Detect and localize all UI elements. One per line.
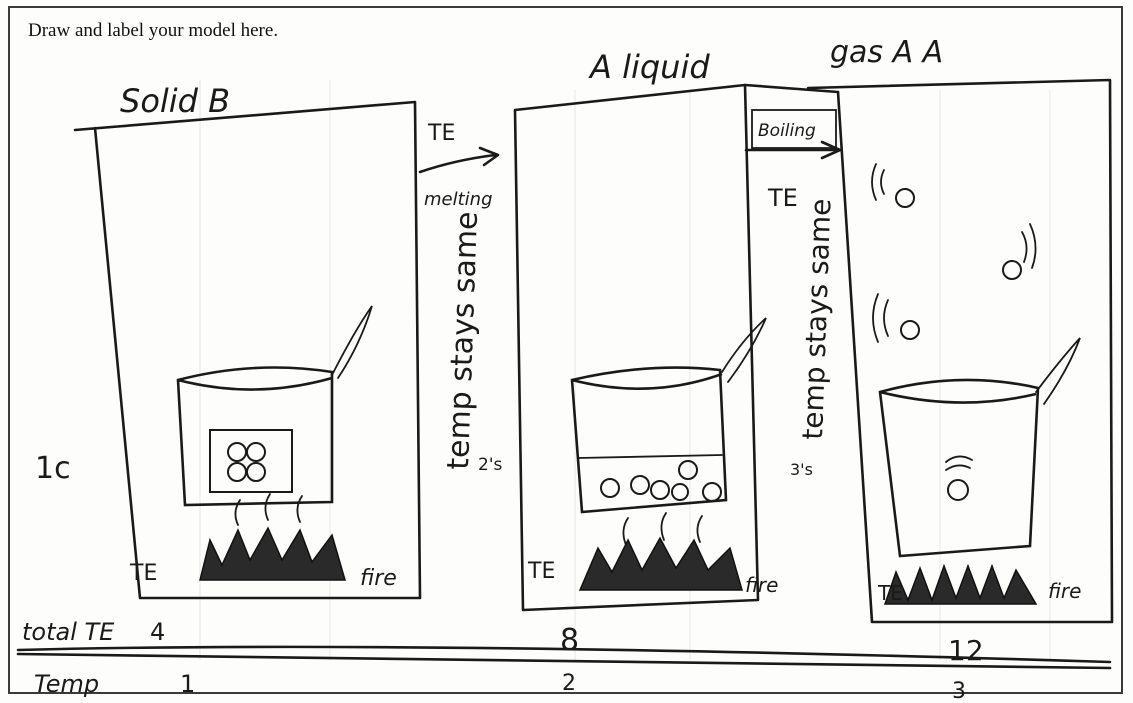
pot-gas <box>880 380 1038 556</box>
transition2-time: 3's <box>790 460 813 479</box>
gas-a-label: gas A A <box>830 35 943 70</box>
liquid-particles <box>601 461 721 501</box>
total-te-label: total TE <box>22 618 115 646</box>
container-gas <box>808 80 1112 622</box>
pot-gas-motion <box>946 456 972 470</box>
solid-particles <box>228 443 265 481</box>
transition1-note: temp stays same <box>441 211 485 470</box>
te-label-2: TE <box>527 559 555 584</box>
te-label-3: TE <box>877 581 903 605</box>
container-liquid <box>515 85 758 610</box>
transition2-process: Boiling <box>758 121 816 141</box>
solid-b-label: Solid B <box>120 82 230 120</box>
solid-particle-block <box>210 430 292 492</box>
total-te-value-3: 12 <box>948 634 984 667</box>
transition1-te: TE <box>427 121 455 146</box>
temp-value-1: 1 <box>180 670 195 698</box>
pot-liquid-handle <box>722 318 766 382</box>
total-te-value-2: 8 <box>560 623 579 658</box>
fire-1-icon <box>200 528 345 580</box>
transition2-note: temp stays same <box>796 198 837 440</box>
total-te-value-1: 4 <box>150 618 165 646</box>
melting-arrow-icon <box>420 148 498 172</box>
left-margin-note: 1c <box>35 451 71 486</box>
pot-gas-particle <box>948 480 968 500</box>
temp-label: Temp <box>34 670 99 698</box>
container-solid <box>75 102 420 598</box>
fire-2-icon <box>580 538 742 590</box>
pot-solid-handle <box>332 306 372 378</box>
pot-gas-handle <box>1036 338 1080 404</box>
fire-label-3: fire <box>1048 579 1081 603</box>
transition2-te: TE <box>767 184 798 212</box>
gas-particles <box>896 189 1021 339</box>
transition1-time: 2's <box>478 455 502 475</box>
fire-3-icon <box>885 566 1036 604</box>
pot-solid <box>178 368 332 506</box>
heat-waves-1 <box>235 494 302 525</box>
a-liquid-label: A liquid <box>588 48 710 86</box>
liquid-surface <box>578 455 722 458</box>
te-label-1: TE <box>129 561 157 586</box>
temp-value-2: 2 <box>562 671 576 696</box>
temp-value-3: 3 <box>952 679 966 703</box>
transition1-process: melting <box>424 189 493 210</box>
gas-motion-lines <box>872 164 1036 342</box>
fire-label-2: fire <box>745 573 778 597</box>
fire-label-1: fire <box>360 566 397 591</box>
boiling-arrow-icon <box>746 142 840 158</box>
